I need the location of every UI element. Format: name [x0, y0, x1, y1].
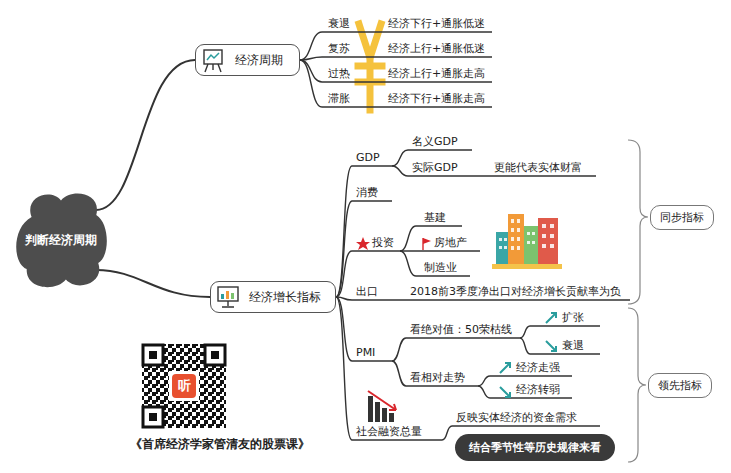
branch-label: 过热 — [328, 67, 350, 81]
branch-label: 经济上行+通胀低迷 — [388, 42, 485, 56]
indicator-tag: 领先指标 — [648, 373, 712, 398]
branch-box: 经济周期 — [195, 44, 300, 76]
branch-label: 复苏 — [328, 42, 350, 56]
cloud-node: 判断经济周期 — [12, 188, 110, 292]
node-text: 同步指标 — [660, 210, 704, 225]
branch-label: 2018前3季度净出口对经济增长贡献率为负 — [410, 285, 621, 299]
branch-label: 看绝对值：50荣枯线 — [410, 323, 512, 337]
branch-label: 投资 — [372, 236, 394, 250]
node-text: 判断经济周期 — [25, 232, 97, 249]
brackets — [628, 140, 648, 462]
branch-label: 反映实体经济的资金需求 — [456, 411, 577, 425]
branch-label: 经济走强 — [516, 361, 560, 375]
branch-label: GDP — [356, 151, 380, 165]
branch-lines — [300, 32, 630, 440]
branch-connector — [96, 270, 210, 297]
note-pill: 结合季节性等历史规律来看 — [455, 434, 615, 461]
indicator-tag: 同步指标 — [650, 205, 714, 230]
flag-icon — [423, 238, 431, 250]
branch-label: 看相对走势 — [410, 371, 465, 385]
node-text: 经济周期 — [235, 52, 283, 69]
branch-label: 衰退 — [562, 339, 584, 353]
branch-label: 扩张 — [562, 311, 584, 325]
yen-symbol — [358, 24, 382, 110]
branch-label: 衰退 — [328, 17, 350, 31]
invest-star — [356, 237, 370, 250]
branch-label: 滞胀 — [328, 92, 350, 106]
branch-label: 制造业 — [424, 261, 457, 275]
caption-text: 《首席经济学家管清友的股票课》 — [130, 437, 310, 451]
branch-label: 实际GDP — [412, 161, 458, 175]
qr-code — [140, 342, 228, 430]
branch-label: PMI — [356, 346, 375, 360]
node-text: 领先指标 — [658, 378, 702, 393]
branch-label: 经济上行+通胀走高 — [388, 67, 485, 81]
branch-connector — [96, 60, 195, 210]
branch-label: 基建 — [424, 211, 446, 225]
node-text: 结合季节性等历史规律来看 — [469, 440, 601, 455]
node-text: 经济增长指标 — [249, 289, 321, 306]
branch-label: 消费 — [356, 186, 378, 200]
branch-label: 出口 — [356, 285, 378, 299]
branch-label: 社会融资总量 — [356, 425, 422, 439]
branch-label: 名义GDP — [412, 135, 458, 149]
branch-label: 经济转弱 — [516, 383, 560, 397]
branch-label: 经济下行+通胀走高 — [388, 92, 485, 106]
buildings-illustration — [492, 214, 562, 269]
branch-label: 更能代表实体财富 — [494, 161, 582, 175]
logo-glyph: 听 — [178, 379, 191, 393]
bar-chart-icon — [368, 391, 396, 422]
branch-label: 房地产 — [434, 236, 467, 250]
branch-box: 经济增长指标 — [210, 281, 336, 313]
branch-label: 经济下行+通胀低迷 — [388, 17, 485, 31]
